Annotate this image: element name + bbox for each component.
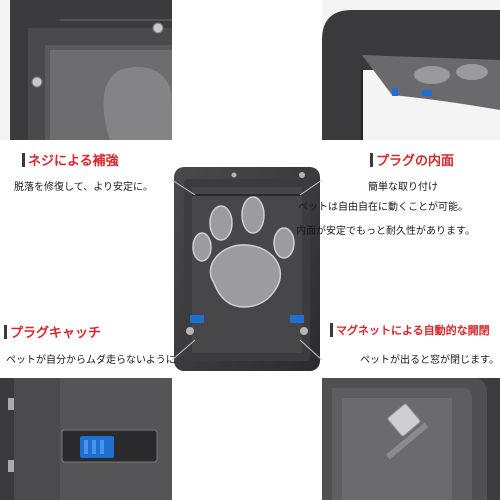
photo-magnet-corner xyxy=(322,378,500,500)
photo-plug-catch xyxy=(0,378,172,500)
product-pet-door xyxy=(174,167,320,371)
heading-text: マグネットによる自動的な開閉 xyxy=(336,324,490,337)
photo-frame-corner-screws xyxy=(0,0,172,140)
heading-mark xyxy=(370,152,373,167)
desc-magnet: ペットが出ると窓が閉じます。 xyxy=(360,355,499,366)
heading-text: ネジによる補強 xyxy=(28,154,119,169)
heading-text: プラグキャッチ xyxy=(10,326,102,341)
heading-mark xyxy=(22,152,25,167)
desc-plug-line-1: 簡単な取り付け xyxy=(368,182,438,193)
heading-mark xyxy=(330,323,333,337)
desc-plug-line-2: ペットは自由自在に動くことが可能。 xyxy=(298,202,468,213)
heading-plug-inner: プラグの内面 xyxy=(370,150,454,169)
photo-frame-edge-latch xyxy=(322,0,500,140)
desc-screw: 脱落を修復して、より安定に。 xyxy=(14,182,153,193)
heading-mark xyxy=(4,324,7,339)
heading-plug-catch: プラグキャッチ xyxy=(4,322,101,341)
heading-text: プラグの内面 xyxy=(376,154,455,169)
heading-magnet: マグネットによる自動的な開閉 xyxy=(330,322,490,338)
desc-plug-line-3: 内面が安定でもっと耐久性があります。 xyxy=(296,226,475,237)
heading-screw-reinforcement: ネジによる補強 xyxy=(22,150,119,169)
desc-catch: ペットが自分からムダ走らないように xyxy=(6,355,176,366)
